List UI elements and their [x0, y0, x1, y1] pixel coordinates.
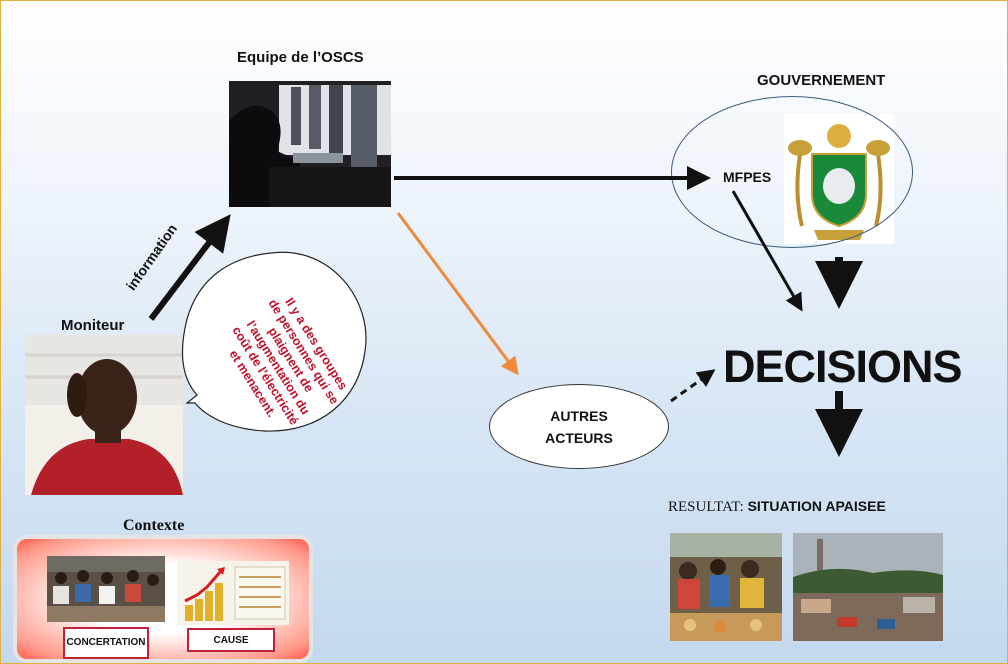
result-label: RESULTAT: SITUATION APAISEE — [668, 498, 886, 516]
oscs-team-title: Equipe de l’OSCS — [237, 49, 364, 66]
other-actors-line2: ACTEURS — [545, 429, 613, 446]
other-actors-line1: AUTRES — [550, 407, 608, 424]
cause-label: CAUSE — [187, 628, 275, 652]
government-ellipse — [671, 96, 913, 248]
decisions-label: DECISIONS — [723, 341, 963, 392]
mfpes-label: MFPES — [723, 169, 772, 185]
context-title: Contexte — [123, 517, 185, 534]
moniteur-label: Moniteur — [61, 317, 125, 334]
moniteur-photo — [25, 335, 183, 495]
other-actors-node: AUTRES ACTEURS — [489, 384, 669, 469]
oscs-team-photo — [229, 81, 391, 207]
town-street-photo — [793, 533, 943, 641]
actors-to-decisions-arrow — [670, 369, 716, 403]
government-title: GOUVERNEMENT — [757, 72, 886, 89]
result-prefix: RESULTAT: — [668, 499, 748, 515]
speech-bubble — [181, 251, 367, 432]
oscs-to-actors-arrow — [396, 212, 519, 376]
information-arrow — [148, 214, 231, 321]
mfpes-to-decisions-arrow — [731, 190, 803, 312]
cause-chart-image — [177, 561, 289, 625]
result-value: SITUATION APAISEE — [747, 498, 886, 514]
concertation-photo — [47, 556, 165, 622]
market-photo — [670, 533, 782, 641]
concertation-label: CONCERTATION — [63, 627, 149, 659]
